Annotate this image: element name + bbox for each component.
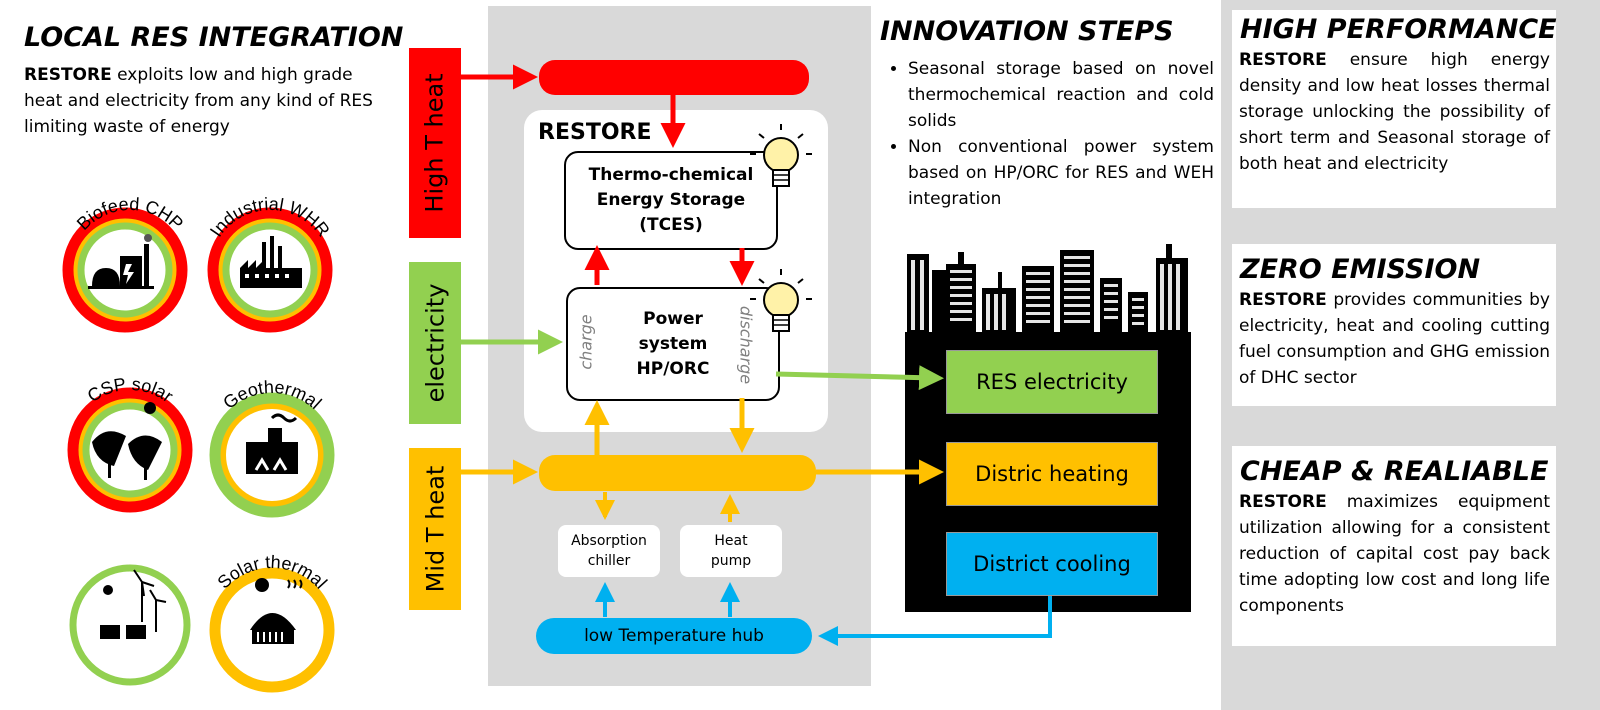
cheap-reliable-title: CHEAP & REALIABLE bbox=[1240, 456, 1549, 487]
high-performance-title: HIGH PERFORMANCE bbox=[1240, 14, 1557, 45]
lightbulb-icon bbox=[750, 269, 812, 332]
heatpump-line-2: pump bbox=[710, 553, 752, 569]
innovation-title: INNOVATION STEPS bbox=[880, 16, 1174, 47]
zero-emission-text: RESTORE provides communities by electric… bbox=[1239, 287, 1550, 391]
zero-emission-card: ZERO EMISSION RESTORE provides communiti… bbox=[1232, 244, 1556, 406]
res-sources-graphic: Biofeed CHP Industrial WHR bbox=[62, 194, 335, 693]
biofeed-chp-circle: Biofeed CHP bbox=[62, 194, 188, 333]
innovation-item-2: Non conventional power system based on H… bbox=[908, 134, 1214, 212]
input-electricity: electricity bbox=[409, 262, 461, 424]
cheap-reliable-card: CHEAP & REALIABLE RESTORE maximizes equi… bbox=[1232, 446, 1556, 646]
res-electricity-label: RES electricity bbox=[976, 370, 1128, 394]
district-cooling-output: District cooling bbox=[946, 532, 1158, 596]
district-heating-output: Distric heating bbox=[946, 442, 1158, 506]
input-high-t-heat: High T heat bbox=[409, 48, 461, 238]
brand-name: RESTORE bbox=[1239, 290, 1327, 310]
tces-line-3: (TCES) bbox=[639, 215, 703, 235]
zero-emission-title: ZERO EMISSION bbox=[1240, 254, 1481, 285]
innovation-list: Seasonal storage based on novel thermoch… bbox=[878, 56, 1214, 212]
geothermal-plant-icon bbox=[246, 413, 298, 474]
power-line-1: Power bbox=[643, 308, 703, 329]
restore-label: RESTORE bbox=[538, 120, 652, 145]
arrow-cooling-return bbox=[818, 596, 1052, 646]
brand-name: RESTORE bbox=[1239, 492, 1327, 512]
heat-pump-box: Heat pump bbox=[680, 525, 782, 577]
zero-emission-body: provides communities by electricity, hea… bbox=[1239, 290, 1550, 388]
district-cooling-label: District cooling bbox=[973, 552, 1131, 576]
csp-solar-circle: CSP solar bbox=[67, 374, 193, 513]
district-heating-label: Distric heating bbox=[975, 462, 1129, 486]
absorption-line-1: Absorption bbox=[571, 533, 647, 549]
cheap-reliable-body: maximizes equipment utilization allowing… bbox=[1239, 492, 1550, 616]
power-line-2: system bbox=[638, 333, 708, 354]
tces-line-1: Thermo-chemical bbox=[588, 165, 754, 185]
tces-line-2: Energy Storage bbox=[596, 190, 746, 210]
solar-dish-icon bbox=[92, 402, 162, 480]
biogas-plant-icon bbox=[88, 234, 154, 289]
solar-thermal-collector-icon bbox=[250, 578, 303, 644]
local-res-text: exploits low and high grade heat and ele… bbox=[24, 65, 373, 137]
input-mid-t-heat: Mid T heat bbox=[409, 448, 461, 610]
low-temperature-hub-label: low Temperature hub bbox=[584, 626, 764, 646]
low-temperature-hub: low Temperature hub bbox=[536, 618, 812, 654]
absorption-chiller-box: Absorption chiller bbox=[558, 525, 660, 577]
local-res-description: RESTORE exploits low and high grade heat… bbox=[24, 62, 394, 140]
high-performance-card: HIGH PERFORMANCE RESTORE ensure high ene… bbox=[1232, 10, 1557, 208]
arrow-res-electricity-out bbox=[775, 365, 944, 391]
solar-thermal-circle: Solar thermal bbox=[209, 552, 335, 693]
brand-name: RESTORE bbox=[24, 65, 112, 85]
lightbulb-icon bbox=[750, 124, 812, 187]
local-res-title: LOCAL RES INTEGRATION bbox=[24, 22, 404, 53]
high-performance-text: RESTORE ensure high energy density and l… bbox=[1239, 47, 1550, 177]
high-t-bus bbox=[539, 60, 809, 95]
brand-name: RESTORE bbox=[1239, 50, 1327, 70]
absorption-line-2: chiller bbox=[587, 553, 631, 569]
pv-wind-icon bbox=[100, 569, 167, 639]
heatpump-line-1: Heat bbox=[714, 533, 748, 549]
res-electricity-output: RES electricity bbox=[946, 350, 1158, 414]
mid-t-bus bbox=[539, 455, 816, 491]
high-performance-body: ensure high energy density and low heat … bbox=[1239, 50, 1550, 174]
cheap-reliable-text: RESTORE maximizes equipment utilization … bbox=[1239, 489, 1550, 619]
factory-icon bbox=[240, 236, 302, 288]
pv-wind-circle bbox=[69, 564, 191, 686]
power-line-3: HP/ORC bbox=[636, 358, 710, 379]
innovation-item-1: Seasonal storage based on novel thermoch… bbox=[908, 56, 1214, 134]
